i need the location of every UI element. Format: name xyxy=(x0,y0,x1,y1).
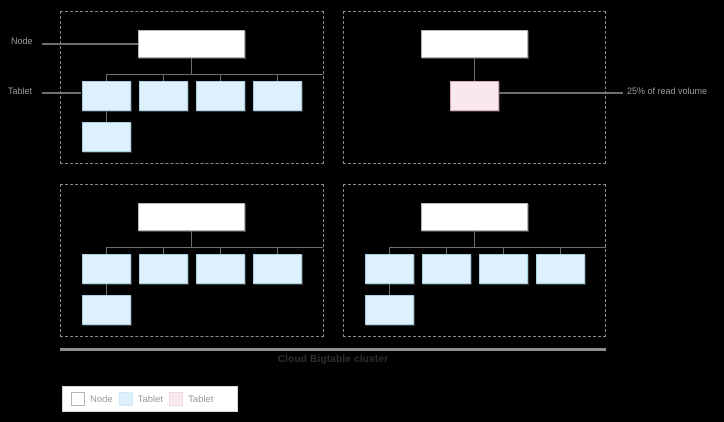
connector-node-stem xyxy=(191,58,192,74)
node-box[interactable] xyxy=(421,203,528,231)
leader-line-read-volume xyxy=(497,92,623,94)
connector-drop xyxy=(389,284,390,295)
label-node: Node xyxy=(11,36,33,46)
tablet-box[interactable] xyxy=(82,295,131,325)
legend-label-tablet: Tablet xyxy=(137,393,164,405)
connector-node-stem xyxy=(474,58,475,81)
connector-drop xyxy=(106,74,107,82)
legend-label-hot-tablet: Tablet xyxy=(188,393,214,405)
label-tablet: Tablet xyxy=(8,86,33,96)
tablet-box[interactable] xyxy=(253,81,302,111)
connector-node-stem xyxy=(191,231,192,247)
connector-drop xyxy=(560,247,561,255)
label-read-volume: 25% of read volume xyxy=(627,86,708,96)
connector-drop xyxy=(106,247,107,255)
tablet-box[interactable] xyxy=(253,254,302,284)
connector-bus xyxy=(106,74,323,75)
connector-drop xyxy=(220,247,221,255)
connector-drop xyxy=(389,247,390,255)
connector-drop xyxy=(163,247,164,255)
cluster-caption: Cloud Bigtable cluster xyxy=(277,354,389,365)
connector-drop xyxy=(277,74,278,82)
hot-tablet-swatch-icon xyxy=(169,392,184,406)
tablet-box[interactable] xyxy=(196,254,245,284)
node-group-bottom-left xyxy=(60,184,324,337)
connector-drop xyxy=(106,284,107,295)
leader-line-tablet xyxy=(42,92,81,94)
leader-line-node xyxy=(42,43,138,45)
tablet-box[interactable] xyxy=(365,295,414,325)
connector-drop xyxy=(106,111,107,122)
node-group-top-left xyxy=(60,11,324,164)
tablet-box[interactable] xyxy=(139,81,188,111)
legend-label-node: Node xyxy=(90,393,113,405)
tablet-swatch-icon xyxy=(118,392,133,406)
connector-drop xyxy=(446,247,447,255)
connector-bus xyxy=(106,247,323,248)
tablet-box[interactable] xyxy=(536,254,585,284)
node-swatch-icon xyxy=(71,392,85,406)
tablet-box[interactable] xyxy=(82,81,131,111)
connector-drop xyxy=(277,247,278,255)
node-box[interactable] xyxy=(421,30,528,58)
tablet-box[interactable] xyxy=(82,122,131,152)
legend-item-hot-tablet: Tablet xyxy=(169,392,213,406)
tablet-box[interactable] xyxy=(422,254,471,284)
tablet-box[interactable] xyxy=(139,254,188,284)
node-box[interactable] xyxy=(138,203,245,231)
node-group-top-right xyxy=(343,11,606,164)
node-group-bottom-right xyxy=(343,184,606,337)
tablet-box[interactable] xyxy=(196,81,245,111)
legend-item-node: Node xyxy=(71,392,113,406)
connector-drop xyxy=(163,74,164,82)
hot-tablet-box[interactable] xyxy=(450,81,499,111)
connector-bus xyxy=(389,247,606,248)
tablet-box[interactable] xyxy=(82,254,131,284)
node-box[interactable] xyxy=(138,30,245,58)
connector-drop xyxy=(220,74,221,82)
cluster-rule xyxy=(60,348,606,351)
connector-node-stem xyxy=(474,231,475,247)
connector-drop xyxy=(503,247,504,255)
legend-item-tablet: Tablet xyxy=(118,392,164,406)
tablet-box[interactable] xyxy=(479,254,528,284)
legend: Node Tablet Tablet xyxy=(62,386,238,412)
tablet-box[interactable] xyxy=(365,254,414,284)
